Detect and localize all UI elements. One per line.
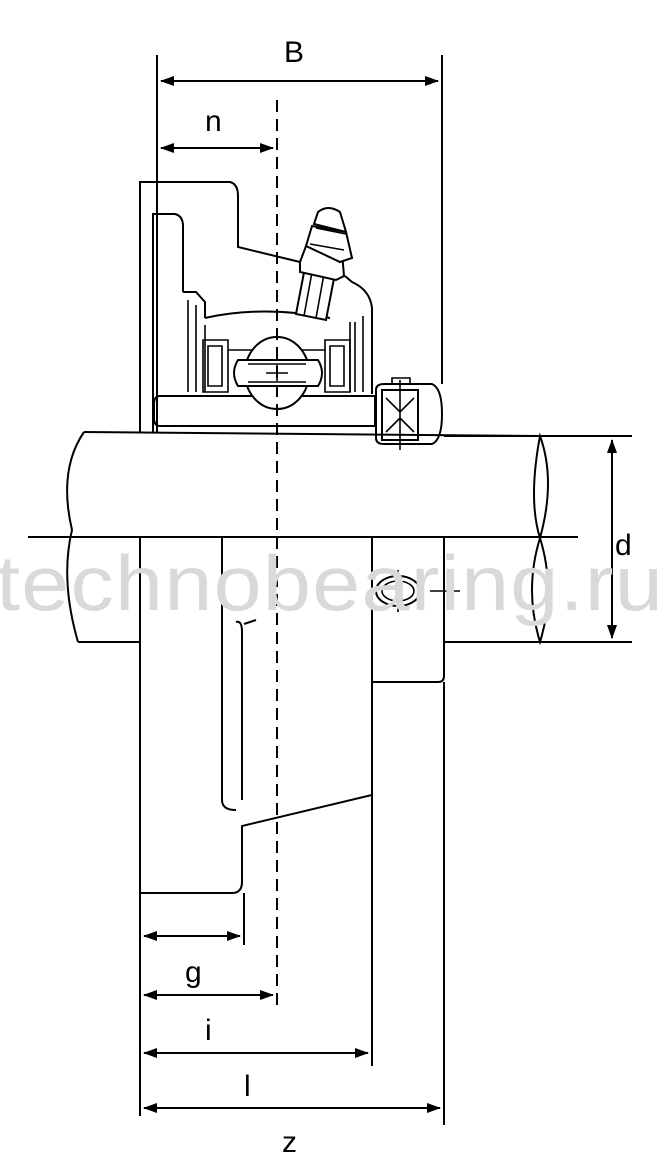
housing-section bbox=[139, 181, 376, 432]
dim-label-z: z bbox=[282, 1126, 297, 1159]
dim-label-l: l bbox=[244, 1070, 251, 1103]
watermark: technobearing.ru bbox=[0, 539, 664, 627]
dim-label-n: n bbox=[205, 105, 222, 138]
dim-label-g: g bbox=[185, 956, 202, 989]
housing-lower bbox=[139, 537, 460, 894]
grease-nipple bbox=[294, 207, 354, 322]
dim-label-d: d bbox=[615, 529, 632, 562]
collar-screw bbox=[375, 377, 444, 450]
dim-label-B: B bbox=[284, 36, 304, 69]
dim-label-i: i bbox=[205, 1014, 212, 1047]
dimension-lines bbox=[139, 55, 632, 1125]
